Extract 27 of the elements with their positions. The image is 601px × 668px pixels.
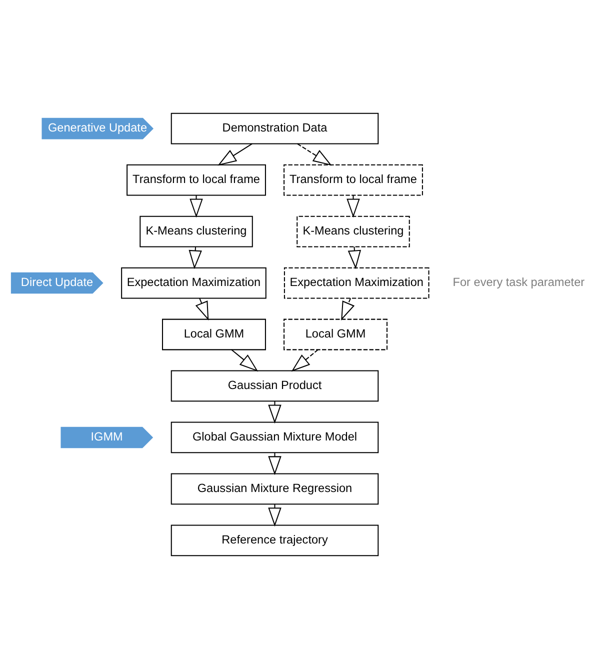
arrow (190, 194, 203, 218)
node-box: K-Means clustering (140, 215, 253, 247)
node-box: Transform to local frame (284, 164, 423, 196)
arrow (195, 298, 209, 320)
arrow (268, 504, 282, 526)
node-box: K-Means clustering (296, 215, 410, 247)
arrow (346, 194, 360, 218)
arrow (297, 142, 332, 166)
arrow (341, 298, 355, 320)
arrow (291, 348, 318, 372)
arrow (231, 348, 258, 372)
arrow (218, 142, 252, 166)
arrow (188, 246, 202, 269)
node-box: Global Gaussian Mixture Model (170, 421, 379, 453)
arrow (348, 246, 362, 269)
node-box: Expectation Maximization (121, 266, 266, 298)
node-box: Demonstration Data (170, 112, 379, 144)
node-box: Gaussian Product (170, 370, 379, 402)
node-box: Gaussian Mixture Regression (170, 472, 379, 504)
node-box: Local GMM (162, 318, 266, 350)
node-box: Local GMM (284, 318, 388, 350)
label: For every task parameter (452, 274, 585, 289)
node-box: Transform to local frame (126, 164, 266, 196)
node-box: Expectation Maximization (284, 266, 430, 298)
arrow (268, 452, 282, 475)
node-box: Reference trajectory (170, 524, 379, 556)
arrow (268, 400, 282, 424)
